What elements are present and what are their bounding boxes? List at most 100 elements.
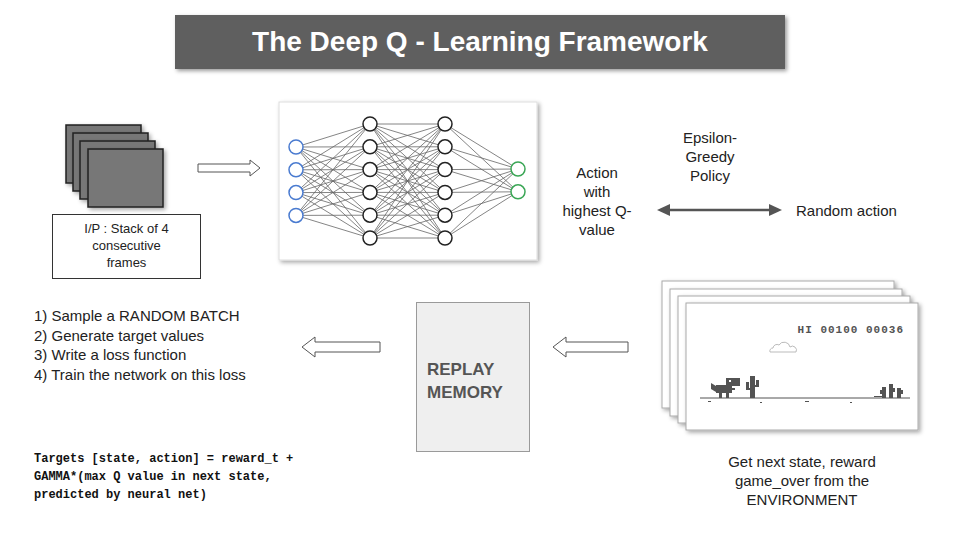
network-link: [296, 192, 370, 215]
memory-box: REPLAY MEMORY: [416, 302, 530, 452]
neuron: [511, 185, 525, 199]
network-panel: [279, 102, 537, 260]
neuron: [363, 140, 377, 154]
environment-screen: HI 00100 00036Get next state, reward gam…: [662, 281, 918, 517]
ground-dots: [708, 396, 884, 403]
network-link: [296, 147, 370, 216]
step-item: 1) Sample a RANDOM BATCH: [34, 306, 240, 325]
ground-line: [700, 398, 910, 399]
neuron: [363, 117, 377, 131]
neuron: [511, 162, 525, 176]
network-link: [296, 170, 370, 216]
network-link: [296, 147, 370, 215]
network-link: [370, 124, 445, 192]
arrow-shaft: [668, 209, 771, 212]
formula-note: Targets [state, action] = reward_t + GAM…: [34, 450, 334, 504]
network-link: [370, 147, 445, 238]
cactus: [746, 376, 759, 398]
neuron: [438, 185, 452, 199]
cloud: [770, 342, 797, 352]
title-bar: The Deep Q - Learning Framework: [175, 15, 785, 69]
network-link: [296, 170, 370, 238]
network-link: [296, 124, 370, 215]
node-text: I/P : Stack of 4 consecutive frames: [75, 221, 178, 272]
network-link: [445, 169, 518, 192]
screen-card: [686, 303, 918, 430]
network-link: [370, 124, 445, 147]
step-item: 3) Write a loss function: [34, 345, 186, 364]
network-link: [370, 124, 445, 125]
network-link: [445, 169, 518, 238]
network-link: [445, 147, 518, 192]
neuron: [289, 163, 303, 177]
neuron: [363, 163, 377, 177]
flow-arrow: [553, 337, 628, 357]
arrow-head: [769, 204, 782, 216]
dino: [711, 378, 740, 398]
neuron: [438, 140, 452, 154]
network-link: [370, 238, 445, 239]
network-link: [296, 147, 370, 238]
neuron: [438, 163, 452, 177]
game-screens: [662, 281, 918, 430]
network-link: [370, 170, 445, 238]
neuron: [363, 208, 377, 222]
network-link: [370, 147, 445, 238]
network-link: [445, 124, 518, 192]
hollow-arrow: [302, 337, 380, 357]
neuron: [289, 186, 303, 200]
hollow-arrow: [198, 160, 260, 176]
neural-network: [289, 117, 525, 245]
network-link: [370, 124, 445, 192]
network-link: [445, 147, 518, 169]
neuron: [438, 117, 452, 131]
frame: [88, 149, 163, 207]
network-link: [445, 170, 518, 192]
network-link: [370, 170, 445, 238]
network-link: [296, 193, 370, 238]
network-link: [370, 192, 445, 238]
network-link: [296, 215, 370, 216]
title: The Deep Q - Learning Framework: [252, 26, 708, 58]
network-link: [370, 192, 445, 238]
node-caption: Get next state, reward game_over from th…: [686, 452, 918, 509]
neuron: [289, 140, 303, 154]
step-item: 2) Generate target values: [34, 326, 204, 345]
network-link: [370, 124, 445, 215]
arrow-head: [657, 204, 670, 216]
node-text: REPLAY MEMORY: [427, 358, 523, 404]
network-link: [370, 124, 445, 238]
network-link: [370, 124, 445, 215]
network-link: [370, 124, 445, 238]
network-link: [370, 124, 445, 170]
neuron: [438, 231, 452, 245]
network-link: [370, 215, 445, 238]
network-link: [445, 169, 518, 171]
policy-label: Epsilon-Greedy Policy: [672, 128, 748, 185]
network-link: [370, 124, 445, 147]
network-link: [296, 170, 370, 215]
neuron: [363, 231, 377, 245]
neuron: [438, 208, 452, 222]
network-link: [445, 124, 518, 169]
network-link: [296, 215, 370, 238]
node-text: HI 00100 00036: [798, 324, 904, 336]
frame-stack: [66, 125, 163, 207]
input-box: I/P : Stack of 4 consecutive frames: [52, 214, 201, 279]
step-item: 4) Train the network on this loss: [34, 365, 246, 384]
network-link: [296, 124, 370, 147]
network-link: [445, 192, 518, 238]
action-note: Random action: [796, 201, 897, 220]
network-link: [445, 169, 518, 215]
network-link: [370, 215, 445, 238]
double-arrow: [657, 204, 782, 216]
neuron: [363, 185, 377, 199]
network-link: [296, 124, 370, 193]
network-link: [296, 124, 370, 170]
neuron: [289, 208, 303, 222]
action-note: Action with highest Q-value: [562, 163, 632, 239]
cactus-group: [880, 384, 903, 398]
network-link: [370, 124, 445, 170]
